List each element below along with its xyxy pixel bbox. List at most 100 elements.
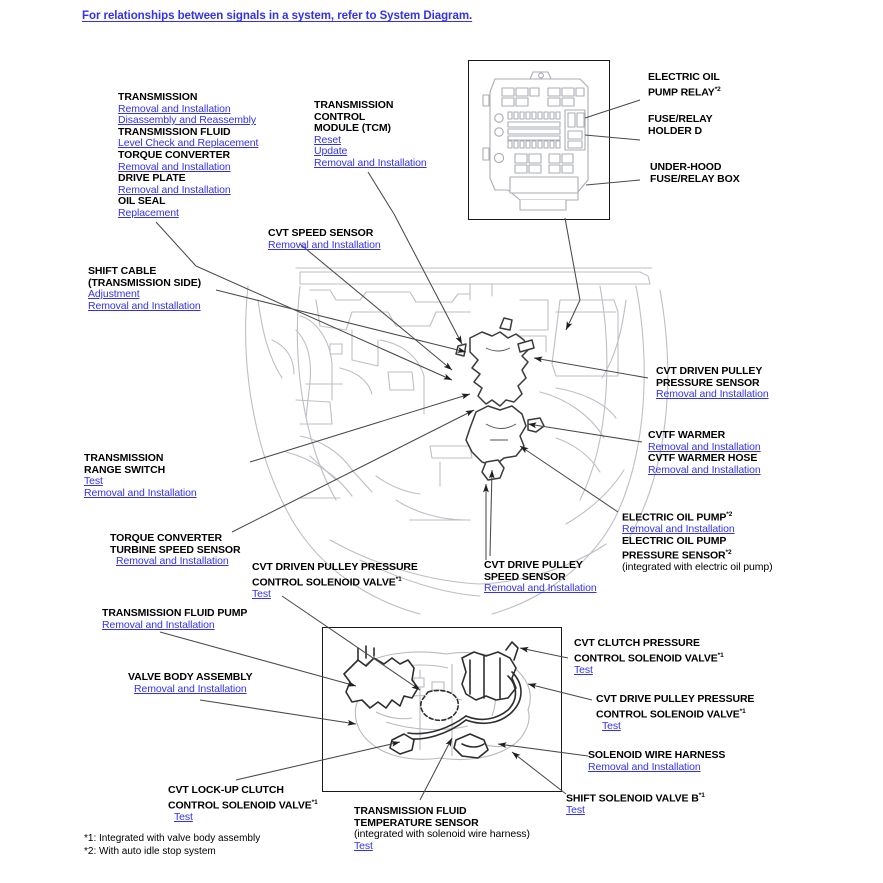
link-cvtf-warmer-hose-removal[interactable]: Removal and Installation bbox=[648, 463, 761, 476]
link-cvtdpcsv-test[interactable]: Test bbox=[602, 719, 621, 732]
link-vba-removal[interactable]: Removal and Installation bbox=[134, 682, 247, 695]
footnote-mark-ssvb: *1 bbox=[698, 792, 705, 799]
label-shift-solenoid-valve-b: SHIFT SOLENOID VALVE B*1 Test bbox=[566, 790, 705, 817]
link-transmission-removal[interactable]: Removal and Installation bbox=[118, 102, 231, 115]
label-electric-oil-pump-group: ELECTRIC OIL PUMP*2 Removal and Installa… bbox=[622, 509, 773, 574]
link-swh-removal[interactable]: Removal and Installation bbox=[588, 760, 701, 773]
label-tcts-2: TURBINE SPEED SENSOR bbox=[110, 543, 241, 556]
link-trs-test[interactable]: Test bbox=[84, 475, 103, 488]
label-tcm-title-3: MODULE (TCM) bbox=[314, 122, 391, 135]
label-swh-title: SOLENOID WIRE HARNESS bbox=[588, 749, 726, 761]
link-cvtdpss-removal[interactable]: Removal and Installation bbox=[484, 582, 597, 595]
label-tcm-title-2: CONTROL bbox=[314, 110, 366, 123]
link-cvtccpcsv-test[interactable]: Test bbox=[574, 663, 593, 676]
label-cvtf-warmer-title: CVTF WARMER bbox=[648, 429, 726, 441]
label-transmission-fluid-pump: TRANSMISSION FLUID PUMP Removal and Inst… bbox=[102, 607, 248, 631]
system-diagram-link[interactable]: For relationships between signals in a s… bbox=[82, 10, 473, 22]
label-electric-oil-pump-title: ELECTRIC OIL PUMP*2 bbox=[622, 509, 773, 524]
label-fuse-relay-holder-d: FUSE/RELAY HOLDER D bbox=[648, 113, 713, 137]
link-cvtf-warmer-removal[interactable]: Removal and Installation bbox=[648, 440, 761, 453]
label-cvt-driven-pulley-pressure-sensor: CVT DRIVEN PULLEY PRESSURE SENSOR Remova… bbox=[656, 365, 769, 401]
label-eop-text: ELECTRIC OIL PUMP bbox=[622, 511, 727, 524]
label-electric-oil-pump-relay: ELECTRIC OIL PUMP RELAY*2 bbox=[648, 71, 721, 99]
label-cvt-dppsensor-1: CVT DRIVEN PULLEY bbox=[656, 365, 763, 377]
label-trs-2: RANGE SWITCH bbox=[84, 463, 166, 476]
link-tcts-removal[interactable]: Removal and Installation bbox=[116, 555, 229, 568]
label-ssvb-title: SHIFT SOLENOID VALVE B*1 bbox=[566, 790, 705, 805]
label-cvtdpss-2: SPEED SENSOR bbox=[484, 570, 566, 583]
label-cvtdppcsv-text: CONTROL SOLENOID VALVE bbox=[252, 576, 396, 589]
label-shift-cable-1: SHIFT CABLE bbox=[88, 265, 157, 277]
link-cvt-speed-sensor-removal[interactable]: Removal and Installation bbox=[268, 238, 381, 251]
label-eops-text: PRESSURE SENSOR bbox=[622, 549, 726, 562]
label-solenoid-wire-harness: SOLENOID WIRE HARNESS Removal and Instal… bbox=[588, 749, 726, 773]
label-under-hood-fuse-relay-box-2: FUSE/RELAY BOX bbox=[650, 172, 740, 185]
under-hood-fuse-box-frame bbox=[468, 60, 610, 220]
label-shift-cable-2: (TRANSMISSION SIDE) bbox=[88, 276, 202, 289]
label-cvtdpcsv-2: CONTROL SOLENOID VALVE*1 bbox=[596, 706, 754, 721]
label-tfts-note: (integrated with solenoid wire harness) bbox=[354, 828, 530, 841]
link-tcm-reset[interactable]: Reset bbox=[314, 133, 341, 146]
label-valve-body-assembly: VALVE BODY ASSEMBLY Removal and Installa… bbox=[128, 671, 253, 695]
label-torque-converter-title: TORQUE CONVERTER bbox=[118, 148, 230, 161]
label-tcts-1: TORQUE CONVERTER bbox=[110, 532, 222, 544]
label-eopr-text: PUMP RELAY bbox=[648, 86, 715, 99]
link-trs-removal[interactable]: Removal and Installation bbox=[84, 486, 197, 499]
link-cvtdppcsv-test[interactable]: Test bbox=[252, 587, 271, 600]
footnotes: *1: Integrated with valve body assembly … bbox=[84, 832, 260, 858]
link-ssvb-test[interactable]: Test bbox=[566, 804, 585, 817]
label-eop-sensor-note: (integrated with electric oil pump) bbox=[622, 561, 773, 574]
label-transmission: TRANSMISSION Removal and Installation Di… bbox=[118, 91, 259, 220]
label-drive-plate-title: DRIVE PLATE bbox=[118, 172, 186, 185]
link-electric-oil-pump-removal[interactable]: Removal and Installation bbox=[622, 523, 735, 536]
label-fuse-relay-holder-d-1: FUSE/RELAY bbox=[648, 113, 713, 125]
label-cvt-dppsensor-2: PRESSURE SENSOR bbox=[656, 376, 760, 389]
label-tfts-2: TEMPERATURE SENSOR bbox=[354, 816, 479, 829]
label-vba-title: VALVE BODY ASSEMBLY bbox=[128, 671, 253, 683]
label-cvt-driven-pulley-press-ctrl-solenoid: CVT DRIVEN PULLEY PRESSURE CONTROL SOLEN… bbox=[252, 561, 418, 600]
link-cvtlucsv-test[interactable]: Test bbox=[174, 810, 193, 823]
label-tfts-1: TRANSMISSION FLUID bbox=[354, 805, 467, 817]
label-shift-cable: SHIFT CABLE (TRANSMISSION SIDE) Adjustme… bbox=[88, 265, 202, 312]
label-cvtdpcsv-1: CVT DRIVE PULLEY PRESSURE bbox=[596, 693, 755, 705]
label-cvt-clutch-press-ctrl-solenoid: CVT CLUTCH PRESSURE CONTROL SOLENOID VAL… bbox=[574, 637, 724, 676]
link-shift-cable-adjustment[interactable]: Adjustment bbox=[88, 288, 140, 301]
footnote-mark-cvtccpcsv: *1 bbox=[717, 651, 724, 659]
link-tcm-removal[interactable]: Removal and Installation bbox=[314, 156, 427, 169]
label-tc-turbine-speed-sensor: TORQUE CONVERTER TURBINE SPEED SENSOR Re… bbox=[110, 532, 241, 568]
footnote-mark-eops: *2 bbox=[725, 549, 732, 557]
label-transmission-fluid-title: TRANSMISSION FLUID bbox=[118, 125, 231, 138]
label-tcm-title-1: TRANSMISSION bbox=[314, 99, 394, 111]
link-torque-converter-removal[interactable]: Removal and Installation bbox=[118, 160, 231, 173]
footnote-mark-cvtdpcsv: *1 bbox=[739, 707, 746, 715]
label-cvtf-warmer-hose-title: CVTF WARMER HOSE bbox=[648, 452, 758, 465]
label-tfp-title: TRANSMISSION FLUID PUMP bbox=[102, 607, 248, 619]
label-eop-sensor-2: PRESSURE SENSOR*2 bbox=[622, 547, 773, 562]
footnote-2: *2: With auto idle stop system bbox=[84, 846, 216, 857]
footnote-mark-eopr: *2 bbox=[714, 85, 721, 93]
label-oil-seal-title: OIL SEAL bbox=[118, 195, 166, 208]
link-cvt-dppsensor-removal[interactable]: Removal and Installation bbox=[656, 388, 769, 401]
label-cvtdpcsv-text: CONTROL SOLENOID VALVE bbox=[596, 708, 740, 721]
link-tfp-removal[interactable]: Removal and Installation bbox=[102, 618, 215, 631]
link-tfts-test[interactable]: Test bbox=[354, 839, 373, 852]
label-cvtccpcsv-1: CVT CLUTCH PRESSURE bbox=[574, 637, 700, 649]
label-trs-1: TRANSMISSION bbox=[84, 452, 164, 464]
link-tcm-update[interactable]: Update bbox=[314, 145, 348, 158]
link-transmission-disassembly[interactable]: Disassembly and Reassembly bbox=[118, 114, 257, 127]
link-transmission-fluid-level-check[interactable]: Level Check and Replacement bbox=[118, 137, 259, 150]
label-electric-oil-pump-relay-1: ELECTRIC OIL bbox=[648, 71, 720, 83]
link-drive-plate-removal[interactable]: Removal and Installation bbox=[118, 183, 231, 196]
label-eop-sensor-1: ELECTRIC OIL PUMP bbox=[622, 534, 727, 547]
label-cvtccpcsv-text: CONTROL SOLENOID VALVE bbox=[574, 652, 718, 665]
label-fuse-relay-holder-d-2: HOLDER D bbox=[648, 124, 703, 137]
label-electric-oil-pump-relay-2: PUMP RELAY*2 bbox=[648, 84, 721, 99]
link-oil-seal-replacement[interactable]: Replacement bbox=[118, 206, 179, 219]
label-transmission-fluid-temp-sensor: TRANSMISSION FLUID TEMPERATURE SENSOR (i… bbox=[354, 805, 530, 852]
label-tcm: TRANSMISSION CONTROL MODULE (TCM) Reset … bbox=[314, 99, 427, 170]
label-cvtdppcsv-1: CVT DRIVEN PULLEY PRESSURE bbox=[252, 561, 418, 573]
link-shift-cable-removal[interactable]: Removal and Installation bbox=[88, 299, 201, 312]
label-cvtdppcsv-2: CONTROL SOLENOID VALVE*1 bbox=[252, 574, 418, 589]
footnote-mark-cvtlucsv: *1 bbox=[311, 798, 318, 806]
